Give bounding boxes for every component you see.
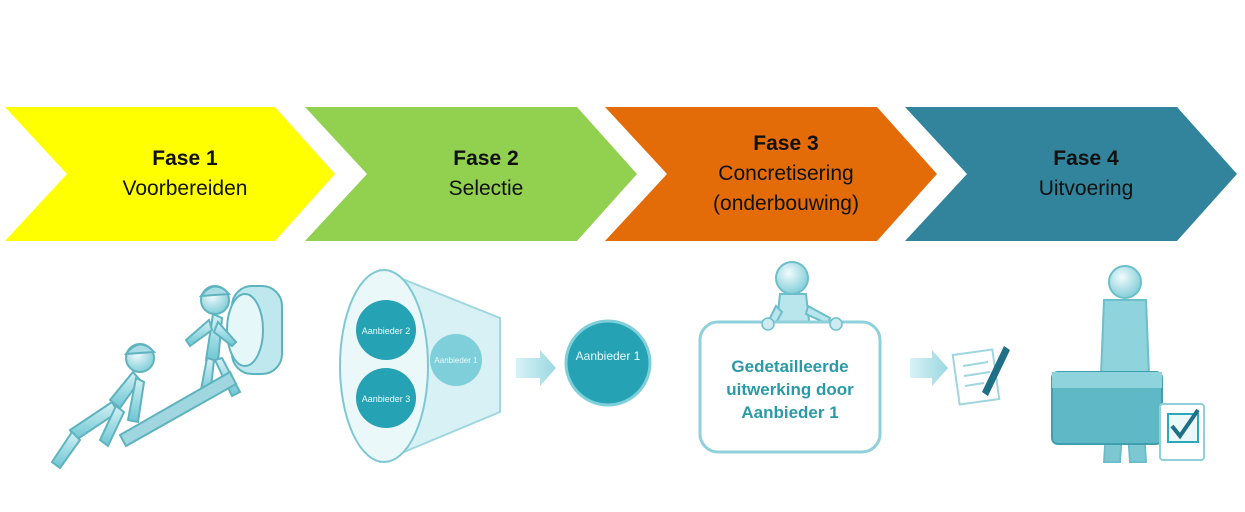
arrow-right-icon [910,350,948,386]
presenter-sign-icon: Gedetailleerde uitwerking door Aanbieder… [698,261,1010,454]
arrow-right-icon [516,350,556,386]
phase-3-text: Fase 3 Concretisering (onderbouwing) [675,107,897,241]
businessman-briefcase-icon [1051,265,1205,463]
bubble-3-label: Aanbieder 3 [362,394,411,404]
sign-line-1: Gedetailleerde [731,357,848,376]
chevron-shape [5,107,335,241]
phase-4-text: Fase 4 Uitvoering [975,107,1197,241]
phase-title: Fase 4 [1053,147,1119,170]
checkmark-icon [1170,408,1200,440]
phase-label-line-1: Concretisering [718,162,854,185]
phase-1-arrow: Fase 1 Voorbereiden [5,107,335,241]
phase-title: Fase 3 [753,132,819,155]
phase-2-arrow: Fase 2 Selectie [305,107,637,241]
phase-title: Fase 2 [453,147,519,170]
chevron-shape [305,107,637,241]
sign-line-3: Aanbieder 1 [741,403,838,422]
document-pen-icon [951,346,1010,406]
phase-label: Selectie [448,177,524,200]
phase-4-arrow: Fase 4 Uitvoering [905,107,1237,241]
selected-bubble [564,319,652,407]
measuring-figures-icon [50,285,283,470]
chevron-shape [905,107,1237,241]
phase-label: Voorbereiden [122,177,248,200]
selected-bubble-label: Aanbieder 1 [576,349,641,363]
phase-1-text: Fase 1 Voorbereiden [75,107,295,241]
bubble-1-small [430,334,482,386]
bubble-1-small-label: Aanbieder 1 [434,356,478,365]
sign-line-2: uitwerking door [726,380,854,399]
phase-label-line-2: (onderbouwing) [713,192,859,215]
chevron-shape [605,107,937,241]
phase-3-arrow: Fase 3 Concretisering (onderbouwing) [605,107,937,241]
selection-funnel-icon: Aanbieder 2 Aanbieder 3 Aanbieder 1 Aanb… [339,268,652,464]
phase-2-text: Fase 2 Selectie [375,107,597,241]
phase-label: Uitvoering [1038,177,1134,200]
phase-title: Fase 1 [152,147,218,170]
bubble-2 [356,300,416,360]
bubble-2-label: Aanbieder 2 [362,326,411,336]
bubble-3 [356,368,416,428]
